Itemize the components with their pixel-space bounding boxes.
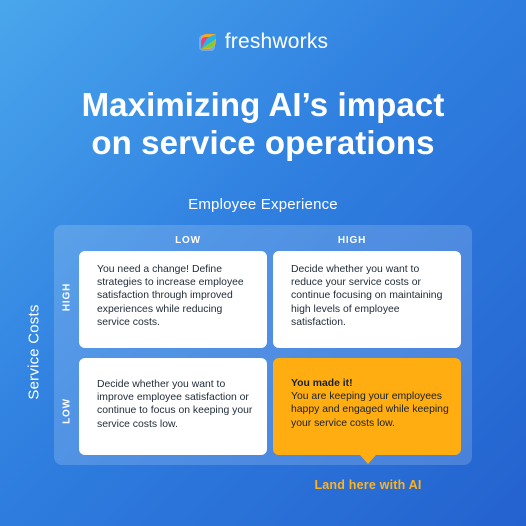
- column-label-high: HIGH: [337, 235, 367, 246]
- brand-name: freshworks: [224, 30, 329, 53]
- quadrant-text: You need a change! Define strategies to …: [97, 264, 244, 328]
- column-label-low: LOW: [175, 235, 201, 246]
- page-title-line-1: Maximizing AI’s impact: [81, 86, 445, 123]
- freshworks-logo-icon: [198, 34, 216, 51]
- page-title-line-2: on service operations: [91, 124, 435, 161]
- x-axis-title: Employee Experience: [188, 196, 338, 213]
- row-label-low: LOW: [61, 398, 73, 424]
- callout-pointer: [360, 455, 376, 464]
- quadrant-text: You are keeping your employees happy and…: [291, 391, 449, 429]
- brand: freshworks: [0, 30, 526, 54]
- row-label-high: HIGH: [61, 282, 73, 312]
- page-title: Maximizing AI’s impact on service operat…: [0, 86, 526, 162]
- quadrant-low-cost-low-experience: Decide whether you want to improve emplo…: [79, 358, 267, 455]
- quadrant-high-cost-low-experience: You need a change! Define strategies to …: [79, 251, 267, 348]
- y-axis-title: Service Costs: [25, 304, 43, 400]
- quadrant-low-cost-high-experience: You made it! You are keeping your employ…: [273, 358, 461, 455]
- callout-text: Land here with AI: [314, 478, 422, 492]
- quadrant-high-cost-high-experience: Decide whether you want to reduce your s…: [273, 251, 461, 348]
- quadrant-text: Decide whether you want to reduce your s…: [291, 264, 443, 328]
- quadrant-text: Decide whether you want to improve emplo…: [97, 379, 253, 430]
- quadrant-heading: You made it!: [291, 378, 353, 389]
- quadrant-matrix: LOW HIGH HIGH LOW You need a change! Def…: [54, 225, 472, 465]
